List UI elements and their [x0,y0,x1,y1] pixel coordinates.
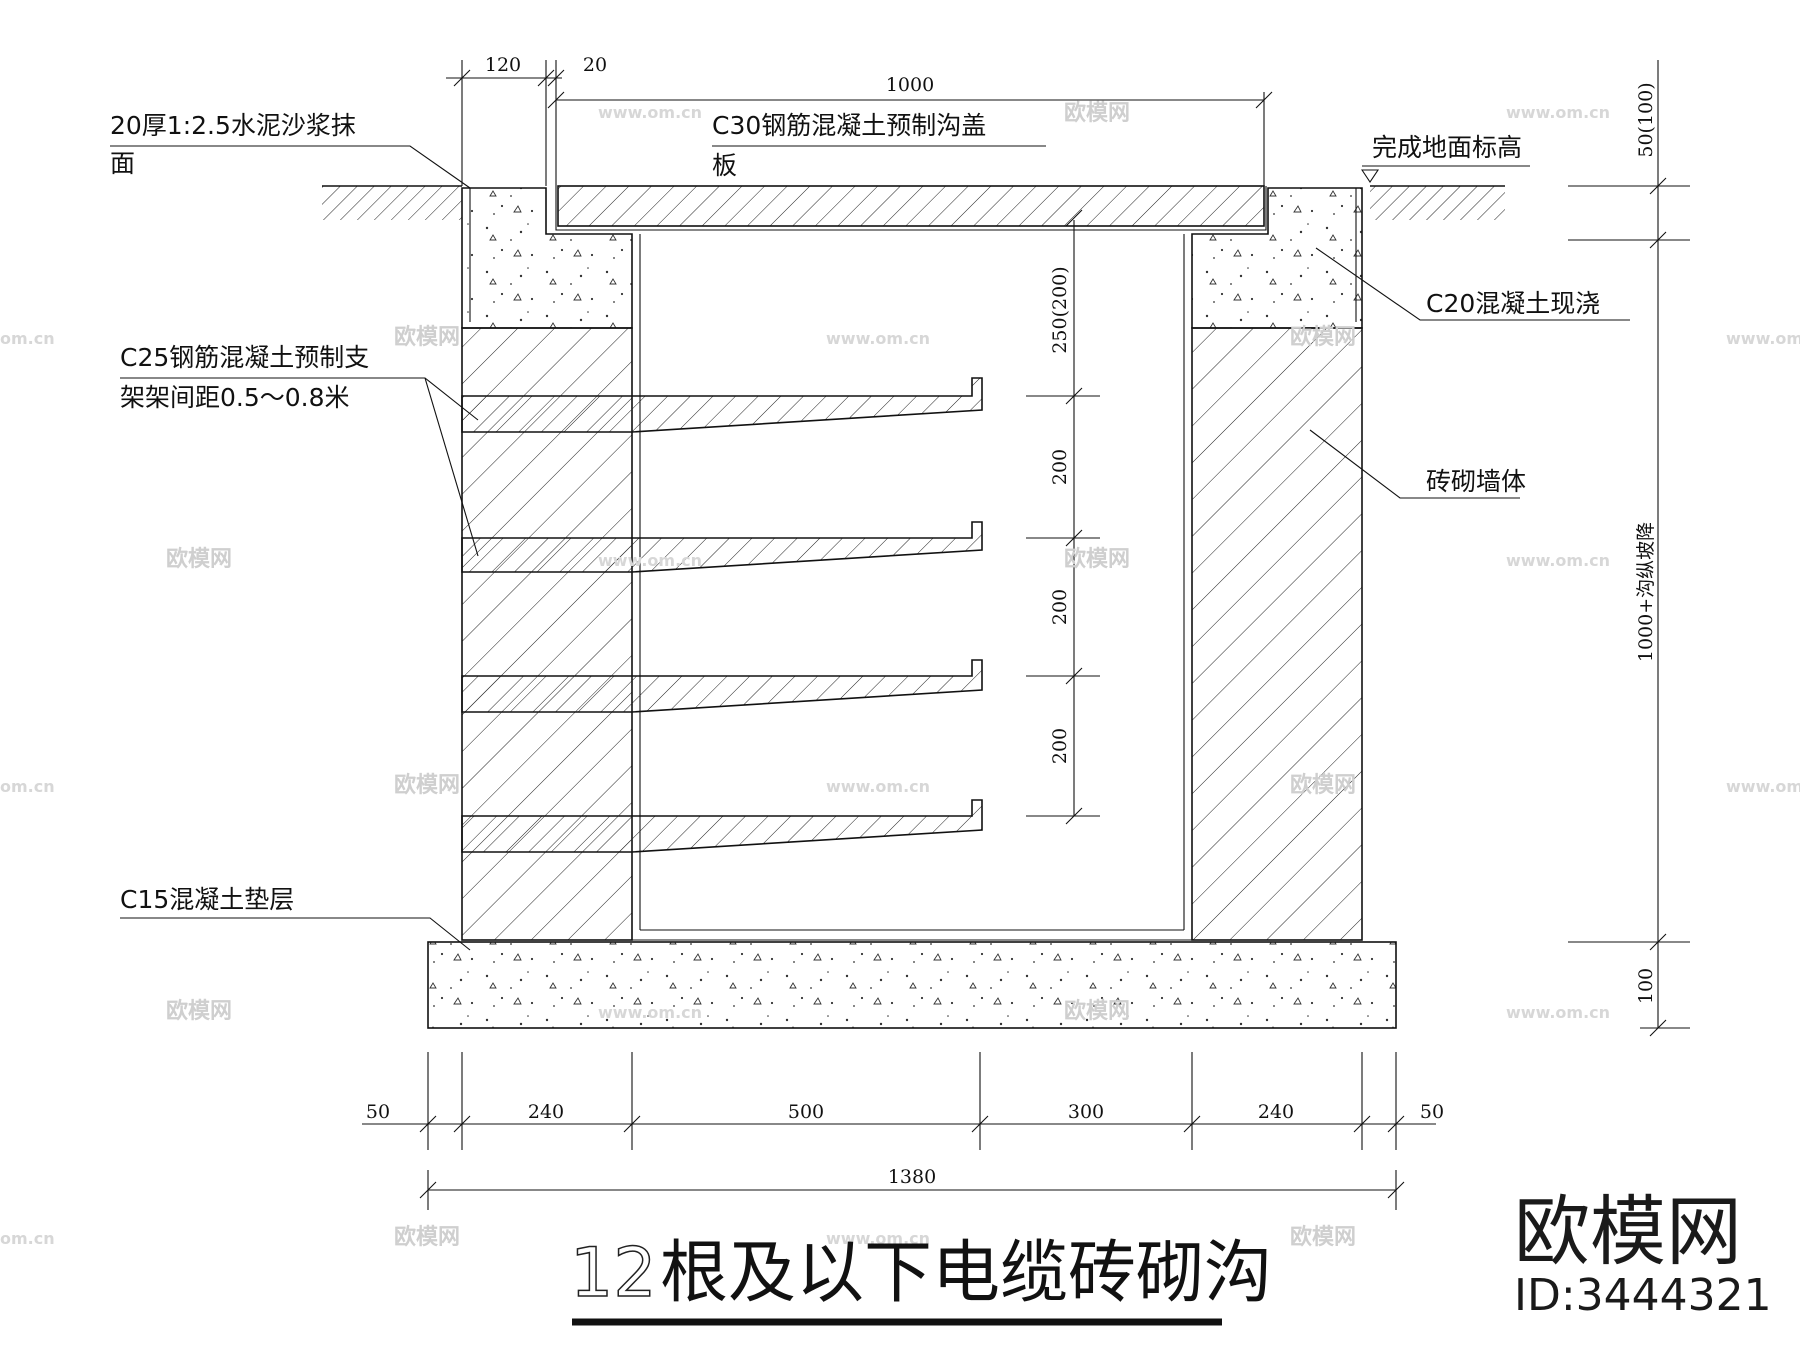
watermark-url: om.cn [0,329,55,348]
label-cushion: C15混凝土垫层 [120,885,294,914]
top-dimensions [446,60,1273,186]
inner-vertical-dimensions [1026,209,1100,825]
watermark-cn: 欧模网 [1290,324,1356,350]
ground-surface [322,185,1505,220]
dim-top-1000: 1000 [886,74,934,96]
watermark-url: www.om.cn [826,777,930,796]
bracket-4 [461,799,983,853]
concrete-cushion [427,941,1397,1029]
watermark-url: www.om.cn [1726,777,1800,796]
watermark-layer: 欧模网 欧模网 欧模网 欧模网 欧模网 欧模网 欧模网 欧模网 欧模网 欧模网 … [0,100,1800,1250]
dim-right-bottom: 100 [1635,968,1657,1004]
label-finished-ground: 完成地面标高 [1372,133,1522,162]
watermark-cn: 欧模网 [1064,546,1130,572]
watermark-url: www.om.cn [1506,1003,1610,1022]
bottom-dimensions [362,1052,1436,1210]
dim-inner-200b: 200 [1049,589,1071,625]
label-bracket: C25钢筋混凝土预制支 [120,343,369,372]
dim-bottom-300: 300 [1068,1101,1104,1123]
dim-bottom-50-right: 50 [1420,1101,1444,1123]
label-cover-slab: C30钢筋混凝土预制沟盖 [712,111,986,140]
dim-inner-250: 250(200) [1049,266,1071,353]
watermark-url: www.om.cn [1506,103,1610,122]
dim-top-20: 20 [583,54,607,76]
title-text: 根及以下电缆砖砌沟 [660,1234,1272,1313]
dim-inner-200c: 200 [1049,728,1071,764]
brand-id: ID:3444321 [1514,1270,1772,1321]
watermark-cn: 欧模网 [1290,772,1356,798]
dim-inner-200a: 200 [1049,449,1071,485]
watermark-url: www.om.cn [1506,551,1610,570]
label-brick-wall: 砖砌墙体 [1426,467,1526,496]
watermark-url: www.om.cn [826,329,930,348]
right-vertical-dimensions [1568,60,1690,1037]
watermark-cn: 欧模网 [394,324,460,350]
label-cast-concrete: C20混凝土现浇 [1426,289,1600,318]
brand-name: 欧模网 [1514,1187,1742,1276]
watermark-cn: 欧模网 [1064,100,1130,126]
label-bracket-line2: 架架间距0.5～0.8米 [120,383,350,412]
watermark-cn: 欧模网 [394,772,460,798]
watermark-cn: 欧模网 [1064,998,1130,1024]
dim-bottom-500: 500 [788,1101,824,1123]
watermark-url: www.om.cn [1726,329,1800,348]
bracket-3 [461,659,983,713]
trench-floor [631,929,1193,941]
watermark-cn: 欧模网 [166,998,232,1024]
label-plaster-line2: 面 [110,149,135,178]
watermark-url: www.om.cn [598,1003,702,1022]
bracket-1 [461,377,983,433]
watermark-cn: 欧模网 [1290,1224,1356,1250]
watermark-cn: 欧模网 [394,1224,460,1250]
watermark-url: om.cn [0,777,55,796]
dim-right-mid: 1000+沟纵坡降 [1635,522,1657,662]
dim-right-top: 50(100) [1635,82,1657,157]
cover-slab [555,185,1267,231]
dim-top-120: 120 [485,54,521,76]
right-brick-wall [1183,234,1363,941]
dim-bottom-50-left: 50 [366,1101,390,1123]
bracket-2 [461,521,983,573]
label-cover-slab-line2: 板 [712,151,737,180]
watermark-url: om.cn [0,1229,55,1248]
brand-logo: 欧模网 ID:3444321 [1514,1187,1772,1321]
watermark-cn: 欧模网 [166,546,232,572]
label-plaster: 20厚1:2.5水泥沙浆抹 [110,111,356,140]
leader-lines [110,145,1630,951]
dim-bottom-240-right: 240 [1258,1101,1294,1123]
drawing-title: 12 根及以下电缆砖砌沟 [569,1233,1272,1326]
dim-bottom-240-left: 240 [528,1101,564,1123]
dim-bottom-total: 1380 [888,1166,936,1188]
watermark-url: www.om.cn [598,103,702,122]
watermark-url: www.om.cn [826,1229,930,1248]
title-number: 12 [570,1234,657,1313]
watermark-url: www.om.cn [598,551,702,570]
